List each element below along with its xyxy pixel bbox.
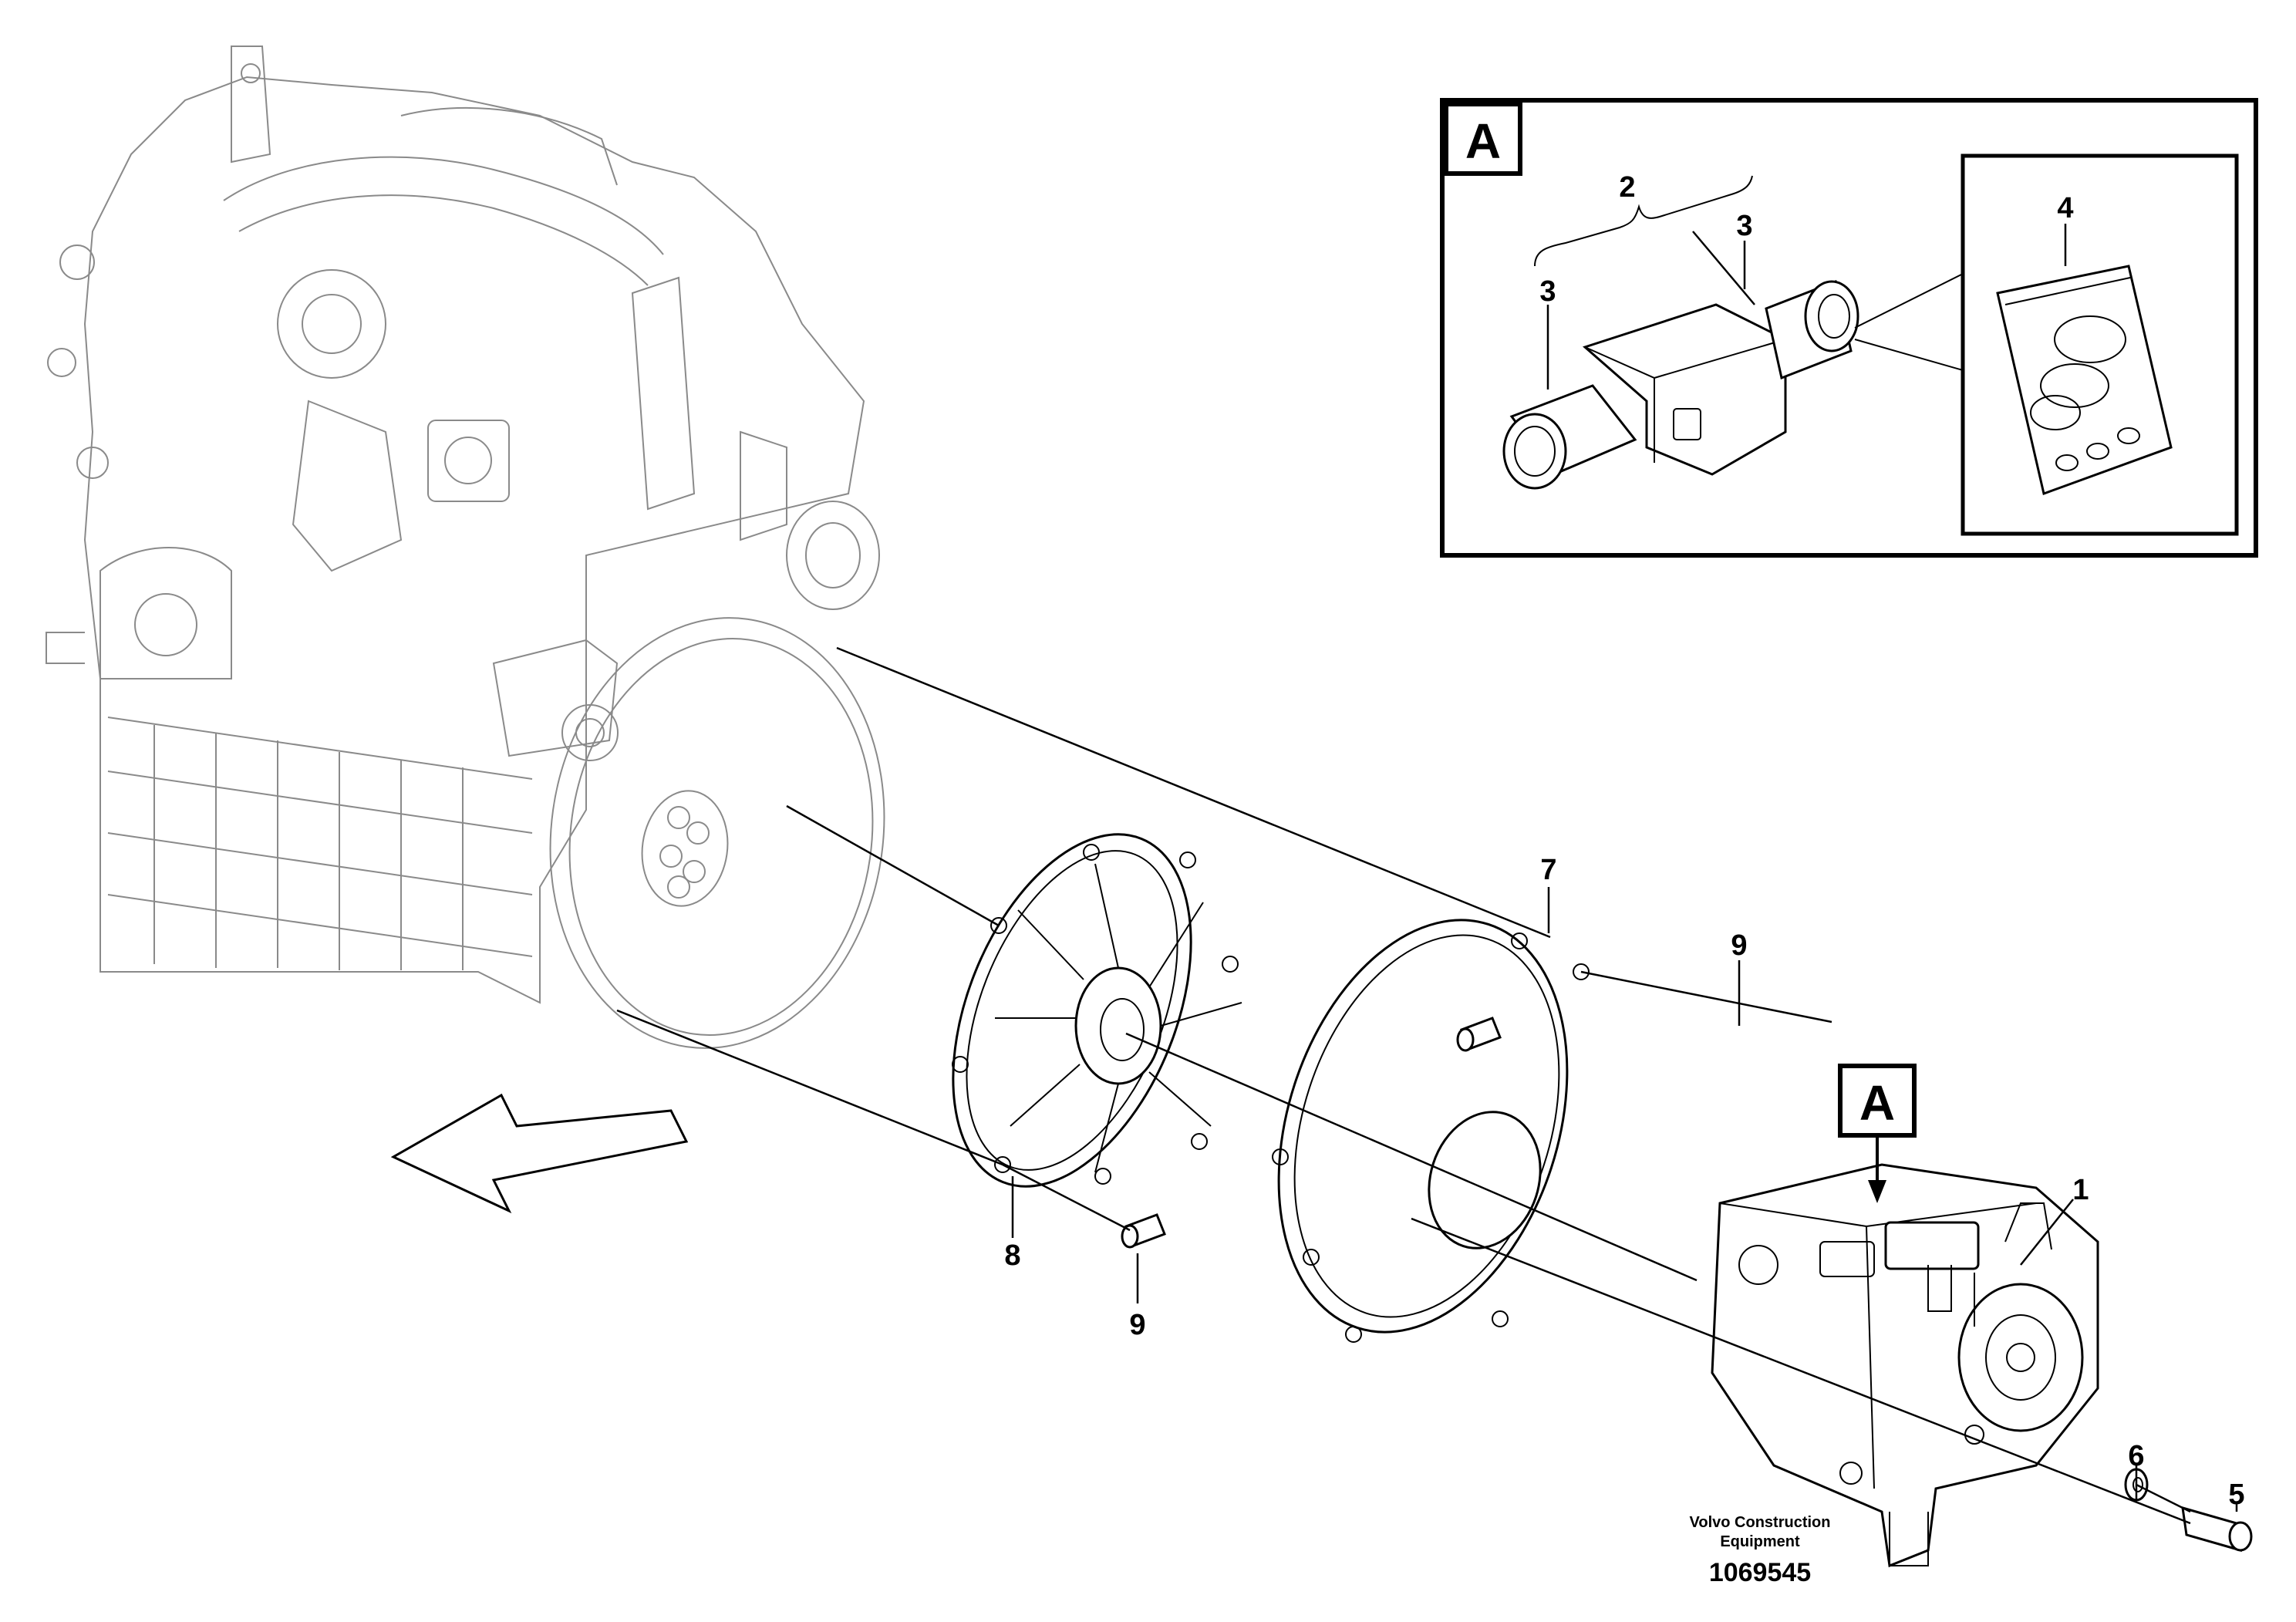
drawing-number: 1069545 [1709, 1558, 1811, 1587]
detail-view-box: A [1440, 98, 2258, 558]
alignment-lines [616, 646, 2191, 1525]
callout-3-left: 3 [1539, 275, 1556, 308]
flex-coupling-part-8 [952, 833, 1242, 1188]
footer-block: Volvo Construction Equipment 1069545 [1690, 1514, 1831, 1587]
screw-part-5 [2181, 1506, 2253, 1553]
callout-5: 5 [2228, 1479, 2244, 1511]
screw-part-9-lower [1121, 1213, 1166, 1249]
solenoid-coil-part-3-left [1502, 384, 1637, 490]
hydraulic-pump-part-1 [1711, 1163, 2099, 1568]
brace-part-2 [1534, 175, 1753, 267]
seal-kit-part-4 [1996, 265, 2173, 495]
engine-illustration [46, 46, 880, 1004]
brand-line-1: Volvo Construction [1690, 1514, 1831, 1531]
detail-box-label: A [1465, 113, 1501, 169]
pump-view-marker: A [1838, 1064, 1917, 1203]
callout-labels: 1 2 3 3 4 5 6 7 8 9 9 [1004, 171, 2244, 1511]
screw-part-9-upper [1456, 1017, 1502, 1052]
adapter-plate-part-7 [1272, 919, 1590, 1343]
solenoid-valve-part-2 [1583, 303, 1826, 476]
pump-marker-label: A [1859, 1075, 1895, 1131]
callout-3-right: 3 [1736, 210, 1752, 242]
leader-lines [1011, 224, 2238, 1512]
brand-line-2: Equipment [1720, 1533, 1800, 1550]
callout-4: 4 [2057, 192, 2073, 224]
callout-8: 8 [1004, 1239, 1020, 1272]
callout-1: 1 [2072, 1174, 2089, 1206]
solenoid-coil-part-3-right [1765, 279, 1859, 380]
callout-2: 2 [1619, 171, 1635, 204]
callout-9-upper: 9 [1731, 929, 1747, 962]
callout-7: 7 [1540, 854, 1556, 886]
flywheel-housing [549, 617, 885, 1049]
front-direction-arrow [390, 1093, 689, 1214]
callout-6: 6 [2128, 1440, 2144, 1472]
callout-9-lower: 9 [1129, 1309, 1145, 1341]
